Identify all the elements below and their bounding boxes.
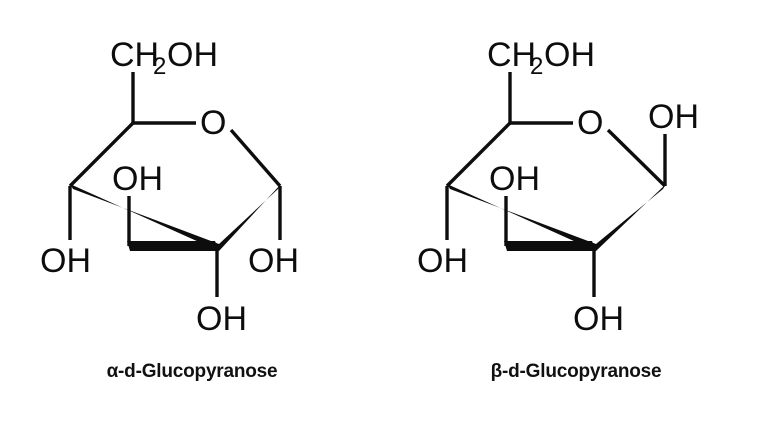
bond-c5-c4 — [68, 121, 135, 188]
bond-c2-c1-wedge — [219, 184, 281, 251]
c2-hydroxyl-label: OH — [196, 300, 247, 338]
c4-hydroxyl-label: OH — [40, 242, 91, 280]
c6-label-oh: OH — [544, 36, 595, 74]
ring-oxygen-label: O — [200, 104, 226, 142]
bond-ringO-c1 — [229, 128, 282, 188]
c2-hydroxyl-label: OH — [573, 300, 624, 338]
c4-hydroxyl-label: OH — [417, 242, 468, 280]
c3-hydroxyl-label: OH — [489, 160, 540, 198]
bond-c2-c1-wedge — [596, 184, 666, 251]
bond-c5-c4 — [445, 121, 512, 188]
c6-hydroxymethyl-label: CH 2 OH — [487, 36, 595, 80]
alpha-structure-svg: CH 2 OH O OH OH OH — [40, 36, 299, 382]
structure-alpha-d-glucopyranose: CH 2 OH O OH OH OH — [40, 36, 299, 382]
bond-c4-c3-wedge — [447, 184, 596, 251]
caption-alpha: α-d-Glucopyranose — [107, 361, 278, 382]
c6-label-subscript: 2 — [153, 53, 166, 80]
bond-c3-c2-wedge — [127, 241, 219, 251]
c6-label-ch: CH — [487, 36, 536, 74]
c1-anomeric-hydroxyl-label: OH — [248, 242, 299, 280]
c6-label-oh: OH — [167, 36, 218, 74]
c1-anomeric-hydroxyl-label: OH — [648, 98, 699, 136]
beta-structure-svg: CH 2 OH O OH OH OH — [417, 36, 699, 382]
c6-hydroxymethyl-label: CH 2 OH — [110, 36, 218, 80]
bond-ringO-c1 — [606, 128, 667, 188]
bond-c4-c3-wedge — [70, 184, 219, 251]
structure-beta-d-glucopyranose: CH 2 OH O OH OH OH — [384, 0, 768, 432]
bond-c3-c2-wedge — [504, 241, 596, 251]
c6-label-subscript: 2 — [530, 53, 543, 80]
ring-oxygen-label: O — [577, 104, 603, 142]
caption-beta: β-d-Glucopyranose — [491, 361, 662, 382]
c3-hydroxyl-label: OH — [112, 160, 163, 198]
c6-label-ch: CH — [110, 36, 159, 74]
